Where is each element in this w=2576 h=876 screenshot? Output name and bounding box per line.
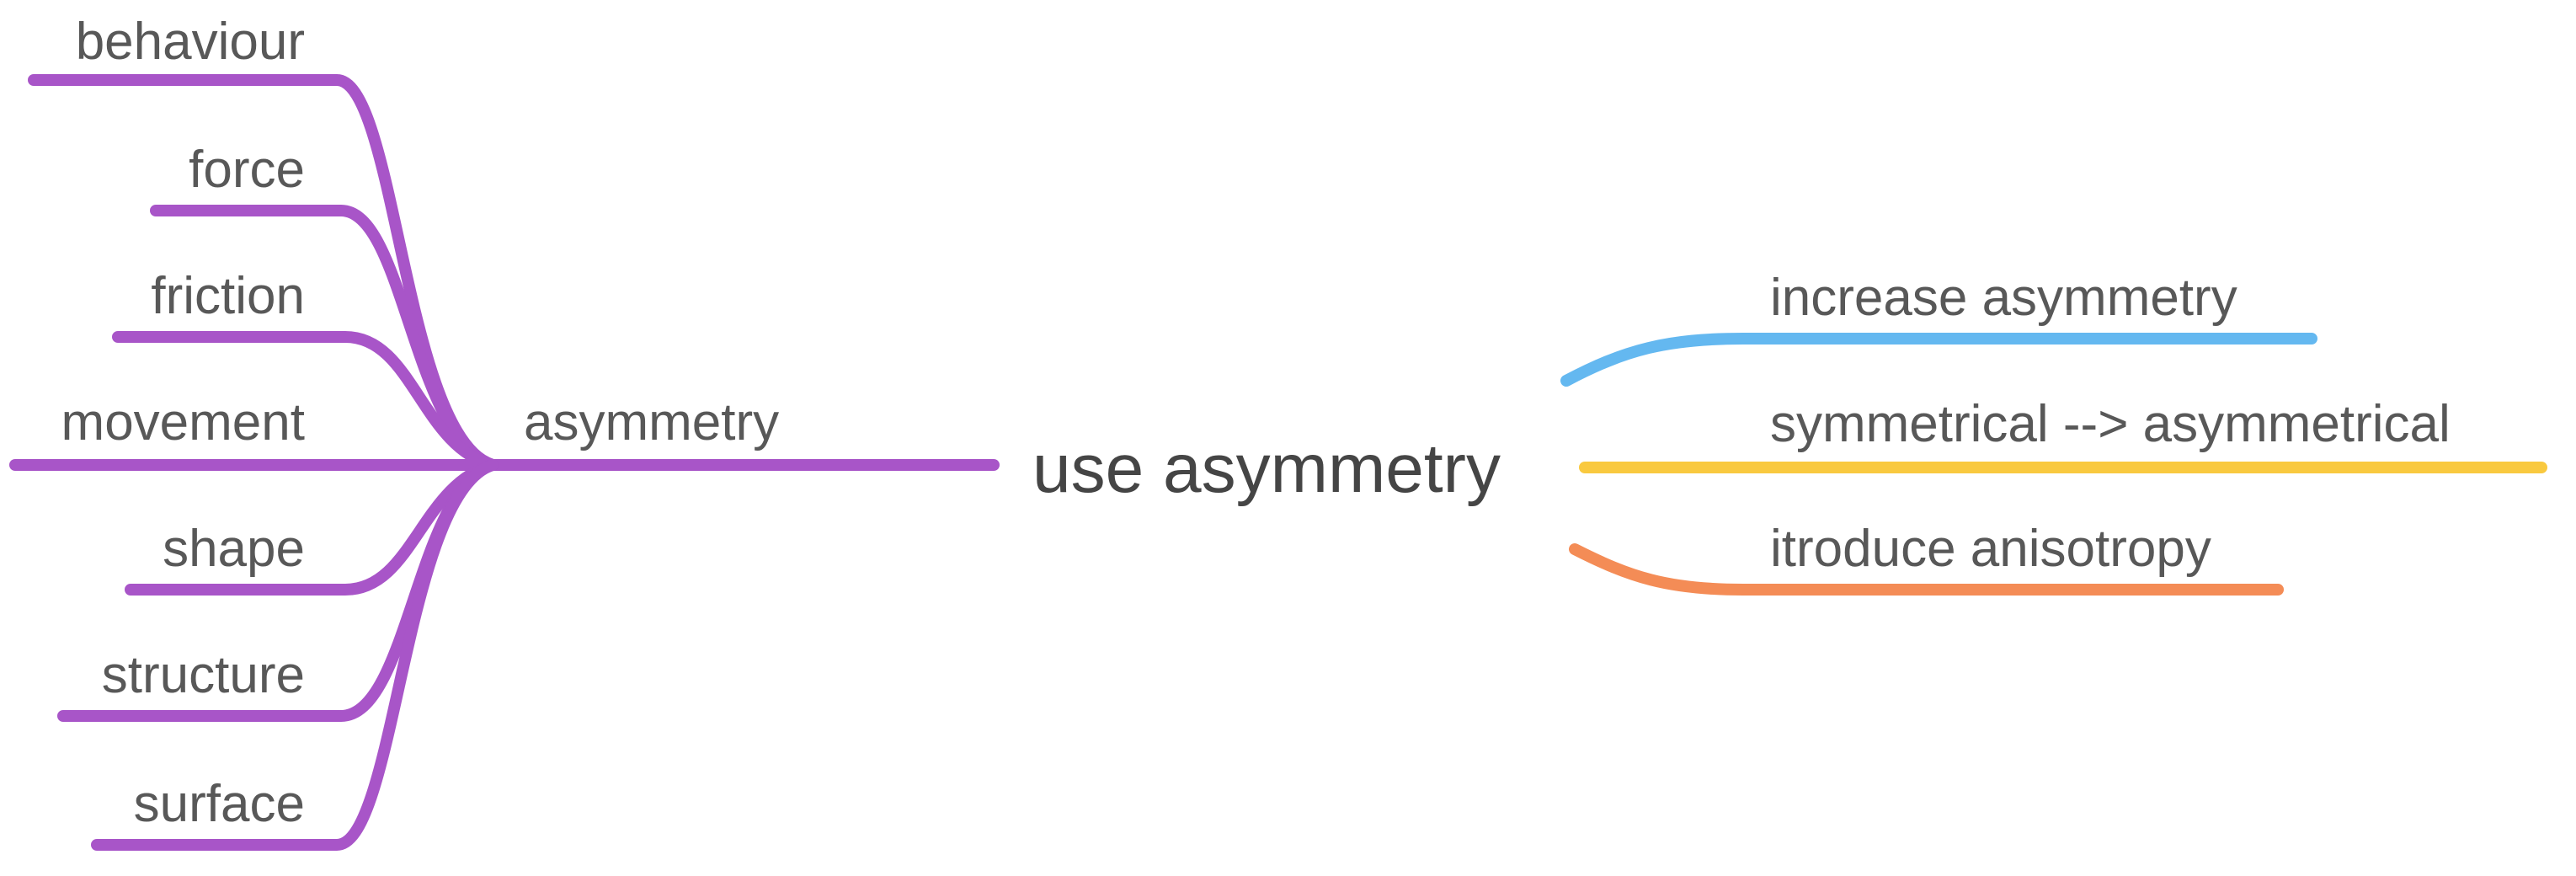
- surface-connector: [91, 459, 499, 851]
- node-symmetrical-to-asymmetrical: symmetrical --> asymmetrical: [1770, 395, 2451, 453]
- node-itroduce-anisotropy: itroduce anisotropy: [1770, 520, 2211, 578]
- node-increase-asymmetry: increase asymmetry: [1770, 269, 2237, 327]
- friction-connector: [112, 331, 499, 471]
- itroduce-anisotropy-line: [1569, 543, 2284, 596]
- increase-asymmetry-line: [1560, 333, 2317, 387]
- node-shape: shape: [163, 520, 305, 578]
- node-surface: surface: [134, 775, 305, 833]
- central-topic: use asymmetry: [1032, 430, 1501, 507]
- node-movement: movement: [61, 393, 305, 451]
- node-force: force: [189, 141, 305, 199]
- node-structure: structure: [102, 646, 305, 704]
- node-asymmetry: asymmetry: [524, 393, 779, 451]
- node-behaviour: behaviour: [76, 13, 305, 71]
- node-friction: friction: [151, 267, 305, 325]
